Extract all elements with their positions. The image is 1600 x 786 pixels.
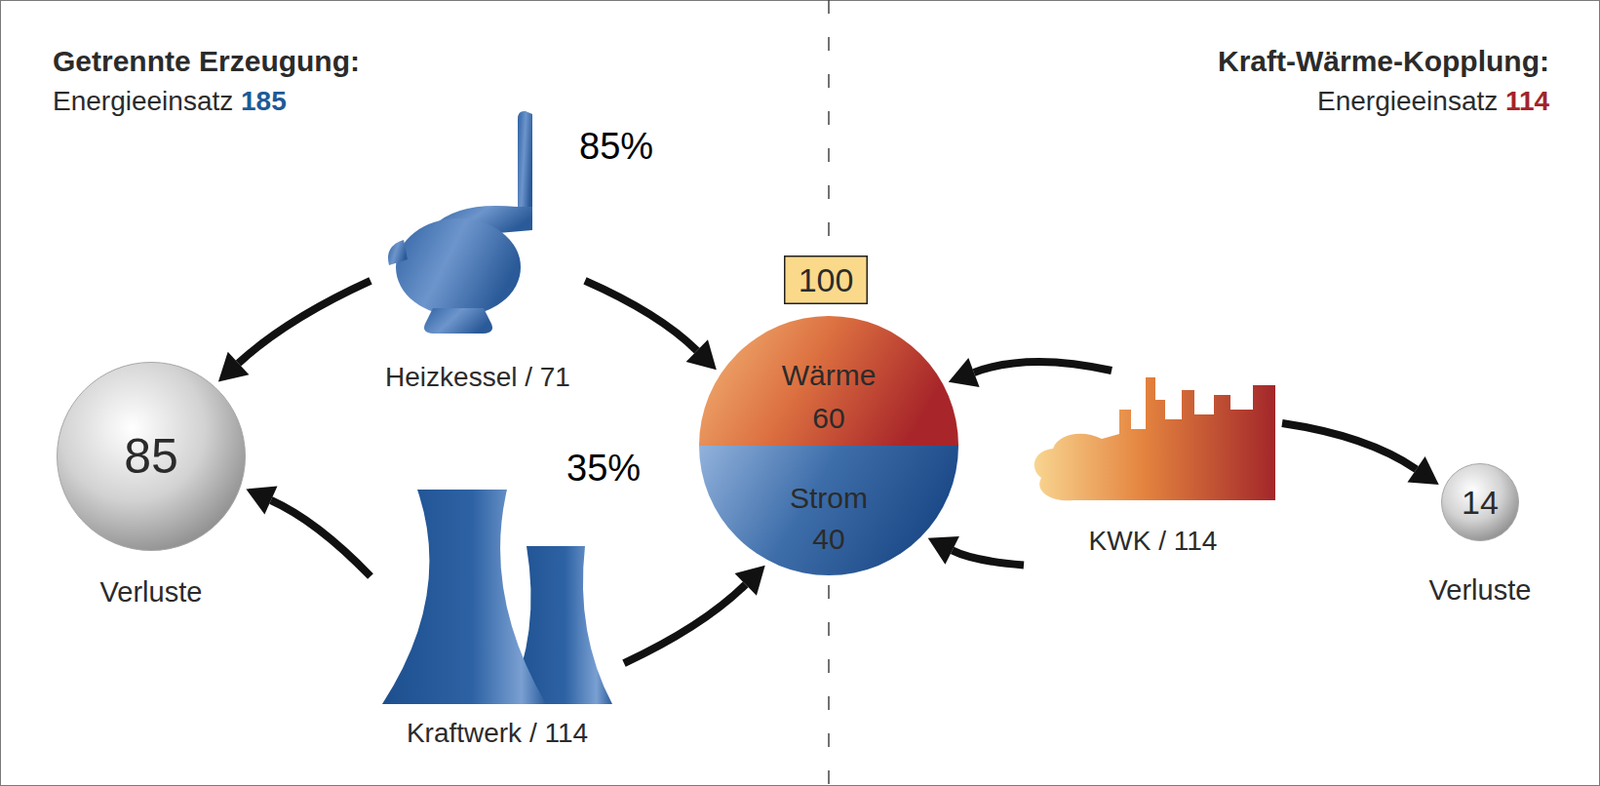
flow-arrow [585, 280, 717, 370]
flow-arrow [218, 280, 371, 383]
half-circle-fill [699, 445, 959, 576]
section-heading-holder: Getrennte Erzeugung: [52, 42, 360, 80]
node-label: KWK / 114 [1023, 524, 1283, 558]
arrow-line [952, 549, 1024, 565]
flow-arrow [948, 357, 1112, 388]
heat-half-circle: Wärme 60 [699, 315, 959, 446]
node-label: Heizkessel / 71 [370, 360, 586, 394]
input-value: 185 [240, 83, 287, 118]
segment-label: Strom [699, 480, 959, 516]
arrow-line [624, 584, 746, 664]
flow-arrow [624, 565, 766, 664]
efficiency-label: 35% [566, 444, 641, 492]
input-value-holder: 185 [240, 83, 287, 118]
boiler-body [395, 218, 521, 316]
boiler-base [424, 308, 493, 334]
flow-arrow [1282, 423, 1440, 485]
input-label: Energieeinsatz [52, 83, 234, 118]
section-heading: Getrennte Erzeugung: [52, 42, 360, 80]
power-plant-node: Kraftwerk / 114 [370, 487, 625, 756]
arrow-head [245, 485, 277, 514]
arrow-head [928, 536, 960, 565]
circle-fill [57, 362, 246, 551]
arrow-head [948, 357, 980, 388]
arrow-head [1407, 456, 1440, 485]
divider-line [827, 0, 830, 246]
arrow-head [735, 565, 766, 596]
half-circle-fill [699, 315, 959, 446]
input-label: Energieeinsatz [1317, 83, 1498, 118]
loss-value: 14 [1411, 482, 1549, 522]
efficiency-label-holder: 85% [579, 122, 654, 170]
boiler-spout [388, 239, 408, 266]
section-heading: Kraft-Wärme-Kopplung: [1217, 42, 1550, 80]
segment-label: Wärme [699, 357, 959, 393]
flow-arrow [245, 485, 371, 577]
boiler-icon [388, 111, 533, 334]
section-heading-holder: Kraft-Wärme-Kopplung: [1217, 42, 1550, 80]
divider-line [827, 585, 830, 786]
loss-label: Verluste [56, 575, 246, 609]
chp-node: KWK / 114 [1023, 370, 1283, 576]
total-value: 100 [783, 260, 868, 300]
cooling-tower [382, 489, 547, 704]
arrow-line [271, 500, 371, 577]
efficiency-label-holder: 35% [566, 444, 641, 492]
arrow-line [1282, 423, 1417, 469]
loss-circle: 85Verluste [56, 361, 246, 616]
loss-label: Verluste [1411, 573, 1549, 607]
arrow-head [686, 339, 717, 370]
segment-value: 60 [699, 400, 959, 436]
boiler-node: Heizkessel / 71 [370, 107, 586, 400]
flow-arrow [928, 536, 1024, 565]
arrow-head [218, 351, 250, 383]
arrow-line [974, 361, 1112, 373]
arrow-line [585, 280, 698, 352]
segment-value: 40 [699, 521, 959, 557]
boiler-chimney [517, 111, 533, 221]
arrow-line [238, 280, 372, 364]
chp-plant-icon [1034, 377, 1276, 501]
cooling-towers-icon [382, 489, 613, 704]
loss-circle: 14Verluste [1411, 463, 1549, 610]
efficiency-label: 85% [579, 122, 654, 170]
total-box: 100 [783, 255, 868, 305]
loss-value: 85 [56, 428, 246, 485]
node-label: Kraftwerk / 114 [370, 716, 625, 750]
input-label-holder: Energieeinsatz [1317, 83, 1498, 118]
power-half-circle: Strom 40 [699, 445, 959, 576]
input-value-holder: 114 [1505, 83, 1550, 118]
input-value: 114 [1505, 83, 1550, 118]
box-fill [784, 256, 868, 305]
input-label-holder: Energieeinsatz [52, 83, 234, 118]
